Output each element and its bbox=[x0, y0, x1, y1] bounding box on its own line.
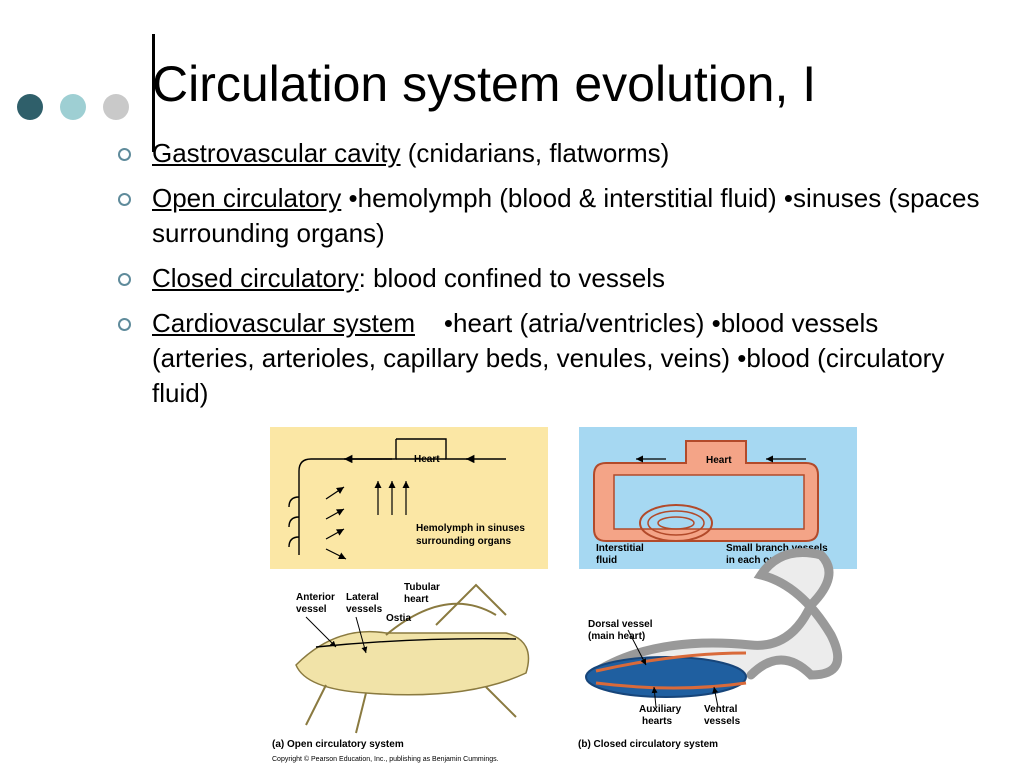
bullet-ring-icon bbox=[118, 148, 131, 161]
bullet-ring-icon bbox=[118, 273, 131, 286]
grasshopper-illustration: Anterior vessel Lateral vessels Tubular … bbox=[295, 582, 530, 734]
bullet-ring-icon bbox=[118, 318, 131, 331]
interstitial-label-2: fluid bbox=[596, 555, 617, 566]
slide-title: Circulation system evolution, I bbox=[152, 56, 817, 112]
sinus-label-2: surrounding organs bbox=[416, 536, 511, 547]
title-rule bbox=[152, 34, 155, 152]
bullet-term: Gastrovascular cavity bbox=[152, 138, 401, 168]
ventral-label-1: Ventral bbox=[704, 704, 738, 715]
bullet-item: Open circulatory •hemolymph (blood & int… bbox=[118, 181, 998, 251]
bullet-text: •hemolymph (blood & interstitial fluid) … bbox=[152, 183, 980, 248]
bullet-item: Gastrovascular cavity (cnidarians, flatw… bbox=[118, 136, 998, 171]
aux-label-1: Auxiliary bbox=[639, 704, 682, 715]
bullet-text: (cnidarians, flatworms) bbox=[400, 138, 670, 168]
open-heart-label: Heart bbox=[414, 454, 440, 465]
anterior-label-2: vessel bbox=[296, 604, 327, 615]
closed-heart-label: Heart bbox=[706, 455, 732, 466]
bullet-item: Cardiovascular system •heart (atria/vent… bbox=[118, 306, 998, 411]
open-system-panel: Heart Hemolymph in sinuses surrounding o… bbox=[270, 427, 548, 569]
bullet-list: Gastrovascular cavity (cnidarians, flatw… bbox=[118, 136, 998, 421]
dot-light-teal bbox=[60, 94, 86, 120]
ostia-label: Ostia bbox=[386, 613, 411, 624]
bullet-term: Closed circulatory bbox=[152, 263, 359, 293]
caption-open: (a) Open circulatory system bbox=[272, 739, 404, 750]
anterior-label-1: Anterior bbox=[296, 592, 335, 603]
bullet-item: Closed circulatory: blood confined to ve… bbox=[118, 261, 998, 296]
ventral-label-2: vessels bbox=[704, 716, 741, 727]
earthworm-illustration: Dorsal vessel (main heart) Auxiliary hea… bbox=[585, 548, 843, 727]
branch-label-2: in each organ bbox=[726, 555, 791, 566]
bullet-term: Cardiovascular system bbox=[152, 308, 415, 338]
copyright-note: Copyright © Pearson Education, Inc., pub… bbox=[272, 755, 499, 763]
closed-system-panel: Heart Interstitial fluid Small branch ve… bbox=[579, 427, 857, 569]
tubular-label-2: heart bbox=[404, 594, 429, 605]
caption-closed: (b) Closed circulatory system bbox=[578, 739, 718, 750]
dot-gray bbox=[103, 94, 129, 120]
bullet-text: •heart (atria/ventricles) •blood vessels… bbox=[152, 308, 952, 408]
sinus-label-1: Hemolymph in sinuses bbox=[416, 523, 525, 534]
circulatory-figure: Heart Hemolymph in sinuses surrounding o… bbox=[266, 425, 866, 765]
aux-label-2: hearts bbox=[642, 716, 672, 727]
figure-svg: Heart Hemolymph in sinuses surrounding o… bbox=[270, 427, 857, 763]
dorsal-label-1: Dorsal vessel bbox=[588, 619, 653, 630]
tubular-label-1: Tubular bbox=[404, 582, 440, 593]
branch-label-1: Small branch vessels bbox=[726, 543, 828, 554]
bullet-text: : blood confined to vessels bbox=[358, 263, 666, 293]
dorsal-label-2: (main heart) bbox=[588, 631, 645, 642]
bullet-term: Open circulatory bbox=[152, 183, 342, 213]
lateral-label-2: vessels bbox=[346, 604, 383, 615]
lateral-label-1: Lateral bbox=[346, 592, 379, 603]
interstitial-label-1: Interstitial bbox=[596, 543, 644, 554]
dot-dark bbox=[17, 94, 43, 120]
bullet-ring-icon bbox=[118, 193, 131, 206]
